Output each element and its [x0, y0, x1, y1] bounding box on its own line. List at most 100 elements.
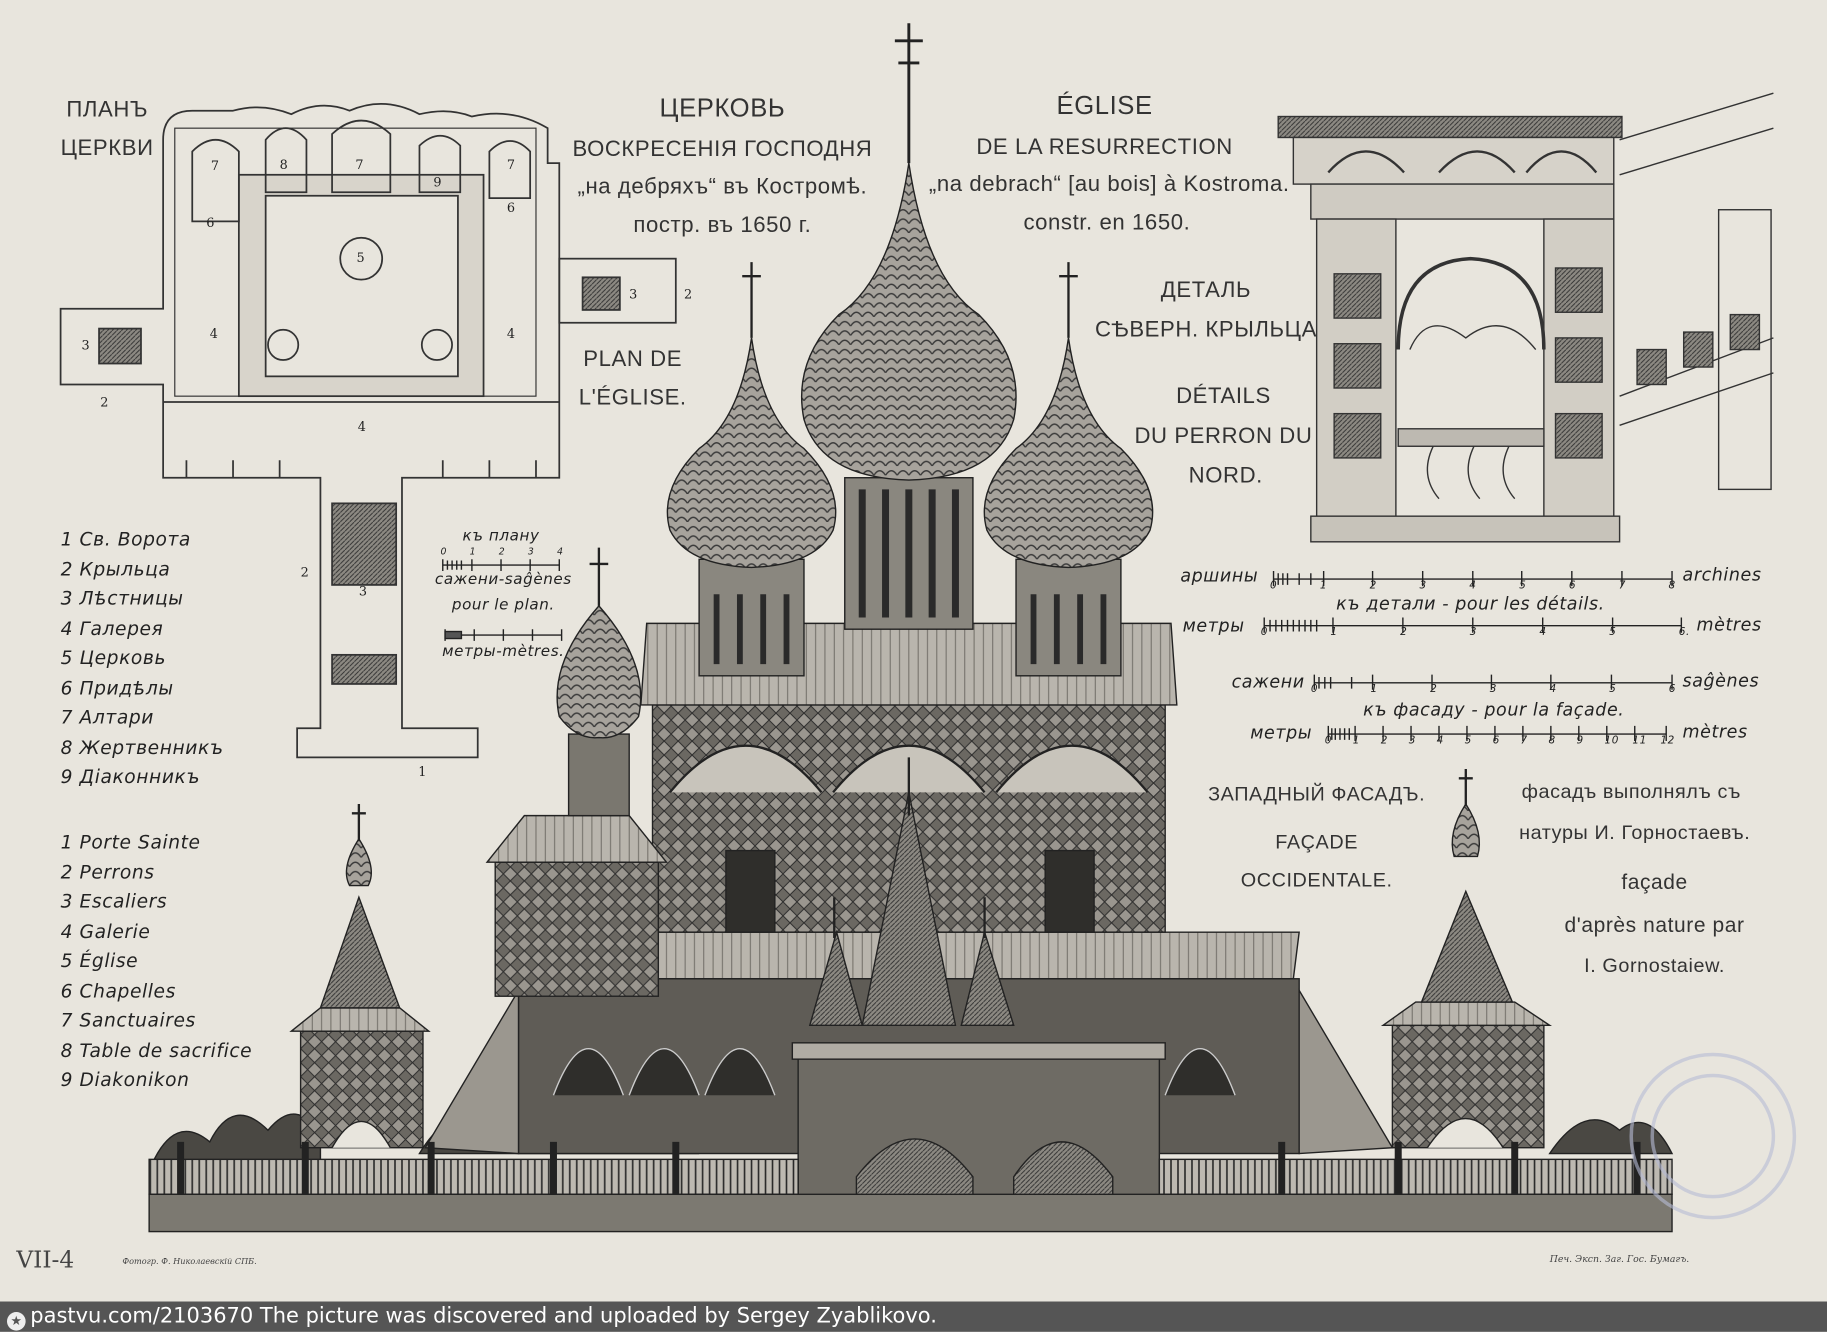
plan-scale-tick: 2	[498, 546, 506, 557]
title-fr-2: DE LA RESURRECTION	[976, 135, 1233, 160]
scale-tick-label: 0	[1310, 683, 1319, 696]
scale-tick-label: 6.	[1678, 626, 1690, 639]
plan-number: 9	[433, 175, 441, 190]
scale-tick-label: 4	[1549, 683, 1557, 696]
legend-item: 1 Porte Sainte	[60, 830, 201, 853]
archines-label-fr: archines	[1682, 563, 1762, 585]
plan-number: 7	[507, 158, 515, 173]
detail-ru-2: СѢВЕРН. КРЫЛЬЦА	[1094, 318, 1317, 343]
scale-bars	[442, 559, 1683, 742]
title-fr-3: „na debrach“ [au bois] à Kostroma.	[928, 172, 1290, 197]
plan-number: 6	[206, 216, 214, 231]
scale-tick-label: 9	[1576, 735, 1584, 747]
plan-number: 1	[418, 765, 426, 780]
scale-tick-label: 6	[1492, 735, 1500, 747]
plan-scale-caption: pour le plan.	[451, 596, 555, 615]
caption-bar: ★pastvu.com/2103670 The picture was disc…	[0, 1301, 1827, 1332]
scale-tick-label: 2	[1400, 626, 1408, 639]
legend-item: 2 Крыльца	[60, 558, 171, 581]
scale-tick-label: 7	[1520, 735, 1528, 747]
scale-tick-label: 6	[1568, 580, 1577, 592]
print-credit: Печ. Эксп. Заг. Гос. Бумагъ.	[1549, 1253, 1690, 1265]
scale-tick-label: 4	[1469, 580, 1477, 592]
title-ru-2: ВОСКРЕСЕНIЯ ГОСПОДНЯ	[572, 137, 873, 162]
legend-item: 4 Galerie	[60, 920, 151, 943]
scale-tick-label: 3	[1489, 683, 1498, 696]
detail-fr-1: DÉTAILS	[1176, 384, 1271, 409]
legend-item: 6 Придѣлы	[60, 676, 174, 700]
scale-tick-label: 2	[1369, 580, 1377, 592]
title-ru-4: постр. въ 1650 г.	[633, 213, 812, 238]
plan-number: 2	[100, 396, 108, 411]
plan-scale-tick: 3	[527, 546, 535, 557]
sagenes-label-ru: сажени	[1231, 671, 1305, 693]
scale-tick-label: 1	[1330, 626, 1338, 639]
plan-number: 5	[357, 251, 365, 266]
plan-scale-tick: 1	[469, 546, 477, 557]
plan-scale-title: къ плану	[462, 527, 540, 546]
facade-title-fr-1: FAÇADE	[1275, 830, 1359, 853]
plan-scale-tick: 4	[556, 546, 564, 557]
scale-tick-label: 1	[1370, 683, 1378, 696]
legend-item: 3 Escaliers	[60, 890, 168, 913]
scale-tick-label: 6	[1668, 683, 1677, 696]
scale-tick-label: 10	[1604, 735, 1619, 747]
detail-scale-caption: къ детали - pour les détails.	[1336, 593, 1605, 615]
plan-number: 2	[301, 566, 309, 581]
facade-title-ru: ЗАПАДНЫЙ ФАСАДЪ.	[1208, 783, 1426, 806]
plan-label-fr-1: PLAN DE	[583, 347, 683, 372]
scale-tick-label: 1	[1352, 735, 1361, 747]
detail-fr-2: DU PERRON DU	[1134, 424, 1313, 449]
church-plan	[59, 103, 677, 759]
author-line-3: façade	[1621, 870, 1688, 894]
plan-number: 7	[355, 158, 363, 173]
legend-item: 9 Дiаконникъ	[60, 765, 201, 788]
legend-item: 2 Perrons	[60, 861, 155, 884]
plan-number: 3	[629, 287, 637, 302]
plan-label-fr-2: L'ÉGLISE.	[578, 385, 687, 411]
plan-number: 4	[358, 420, 366, 435]
scale-tick-label: 2	[1380, 735, 1389, 747]
title-ru-1: ЦЕРКОВЬ	[659, 93, 786, 123]
legend-item: 6 Chapelles	[60, 979, 176, 1003]
scale-tick-label: 0	[1260, 626, 1268, 639]
pastvu-star-icon: ★	[6, 1311, 26, 1331]
scale-tick-label: 12	[1660, 735, 1675, 747]
facade-title-fr-2: OCCIDENTALE.	[1240, 869, 1393, 892]
scale-tick-label: 3	[1419, 580, 1427, 592]
plan-number: 7	[211, 159, 219, 174]
facade-metres-label-ru: метры	[1250, 722, 1313, 744]
scale-tick-label: 5	[1609, 626, 1617, 639]
plan-number: 4	[210, 327, 218, 342]
legend-item: 3 Лѣстницы	[60, 587, 184, 610]
scale-tick-label: 5	[1519, 580, 1527, 592]
photo-credit: Фотогр. Ф. Николаевскiй СПБ.	[122, 1257, 257, 1267]
detail-fr-3: NORD.	[1188, 463, 1263, 489]
author-line-1: фасадъ выполнялъ съ	[1521, 780, 1741, 803]
scale-tick-label: 5	[1609, 683, 1617, 696]
scale-tick-label: 2	[1430, 683, 1438, 696]
plan-heading-2: ЦЕРКВИ	[60, 136, 154, 161]
archines-label-ru: аршины	[1180, 565, 1259, 587]
detail-ru-1: ДЕТАЛЬ	[1160, 278, 1252, 303]
detail-metres-label-fr: mètres	[1696, 614, 1762, 636]
plan-scale-sagenes: сажени-saĝènes	[434, 570, 572, 589]
plan-number: 3	[359, 584, 367, 599]
legend-item: 5 Церковь	[60, 646, 167, 669]
plan-number: 6	[507, 201, 515, 216]
scale-tick-label: 4	[1539, 626, 1547, 639]
library-stamp	[1629, 1052, 1797, 1220]
plan-number: 2	[684, 287, 692, 302]
legend-item: 4 Галерея	[60, 617, 164, 640]
caption-text: pastvu.com/2103670 The picture was disco…	[30, 1303, 937, 1329]
scale-tick-label: 3	[1408, 735, 1416, 747]
scale-tick-label: 8	[1548, 735, 1556, 747]
scale-tick-label: 0	[1324, 735, 1333, 747]
plan-number: 4	[507, 327, 515, 342]
legend-item: 7 Алтари	[60, 706, 154, 729]
scale-tick-label: 11	[1632, 735, 1647, 747]
legend-item: 5 Église	[60, 949, 139, 972]
legend-item: 8 Table de sacrifice	[60, 1039, 253, 1062]
